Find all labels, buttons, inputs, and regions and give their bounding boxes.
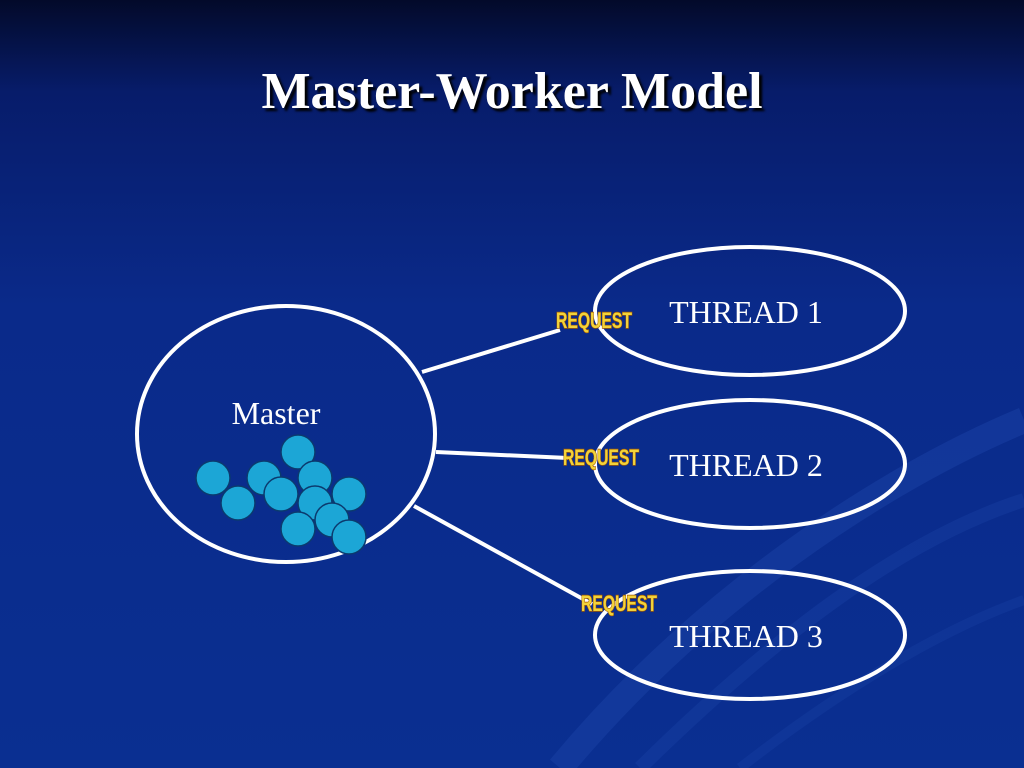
thread-3-label: THREAD 3 [669,618,823,654]
task-pool [195,434,367,555]
thread-2-ellipse [593,398,907,530]
master-label: Master [232,395,321,431]
task-circle [195,460,231,496]
task-circle [331,519,367,555]
connector-thread-2 [435,450,569,460]
master-ellipse [135,304,437,564]
request-label-3: REQUEST [581,591,657,616]
thread-1-label: THREAD 1 [669,294,823,330]
task-circle [331,476,367,512]
task-circle [263,476,299,512]
page-title: Master-Worker Model [261,63,763,120]
connector-thread-3 [413,504,593,606]
task-circle [220,485,256,521]
master-node: Master [135,304,437,564]
thread-1-ellipse [593,245,907,377]
thread-node-1: THREAD 1 REQUEST [555,245,907,377]
thread-node-2: THREAD 2 REQUEST [562,398,907,530]
task-circle [280,434,316,470]
request-label-1: REQUEST [556,308,632,333]
thread-2-label: THREAD 2 [669,447,823,483]
task-circle [280,511,316,547]
thread-3-ellipse [593,569,907,701]
connector-thread-1 [421,328,561,374]
thread-node-3: THREAD 3 REQUEST [580,569,907,701]
request-label-2: REQUEST [563,445,639,470]
